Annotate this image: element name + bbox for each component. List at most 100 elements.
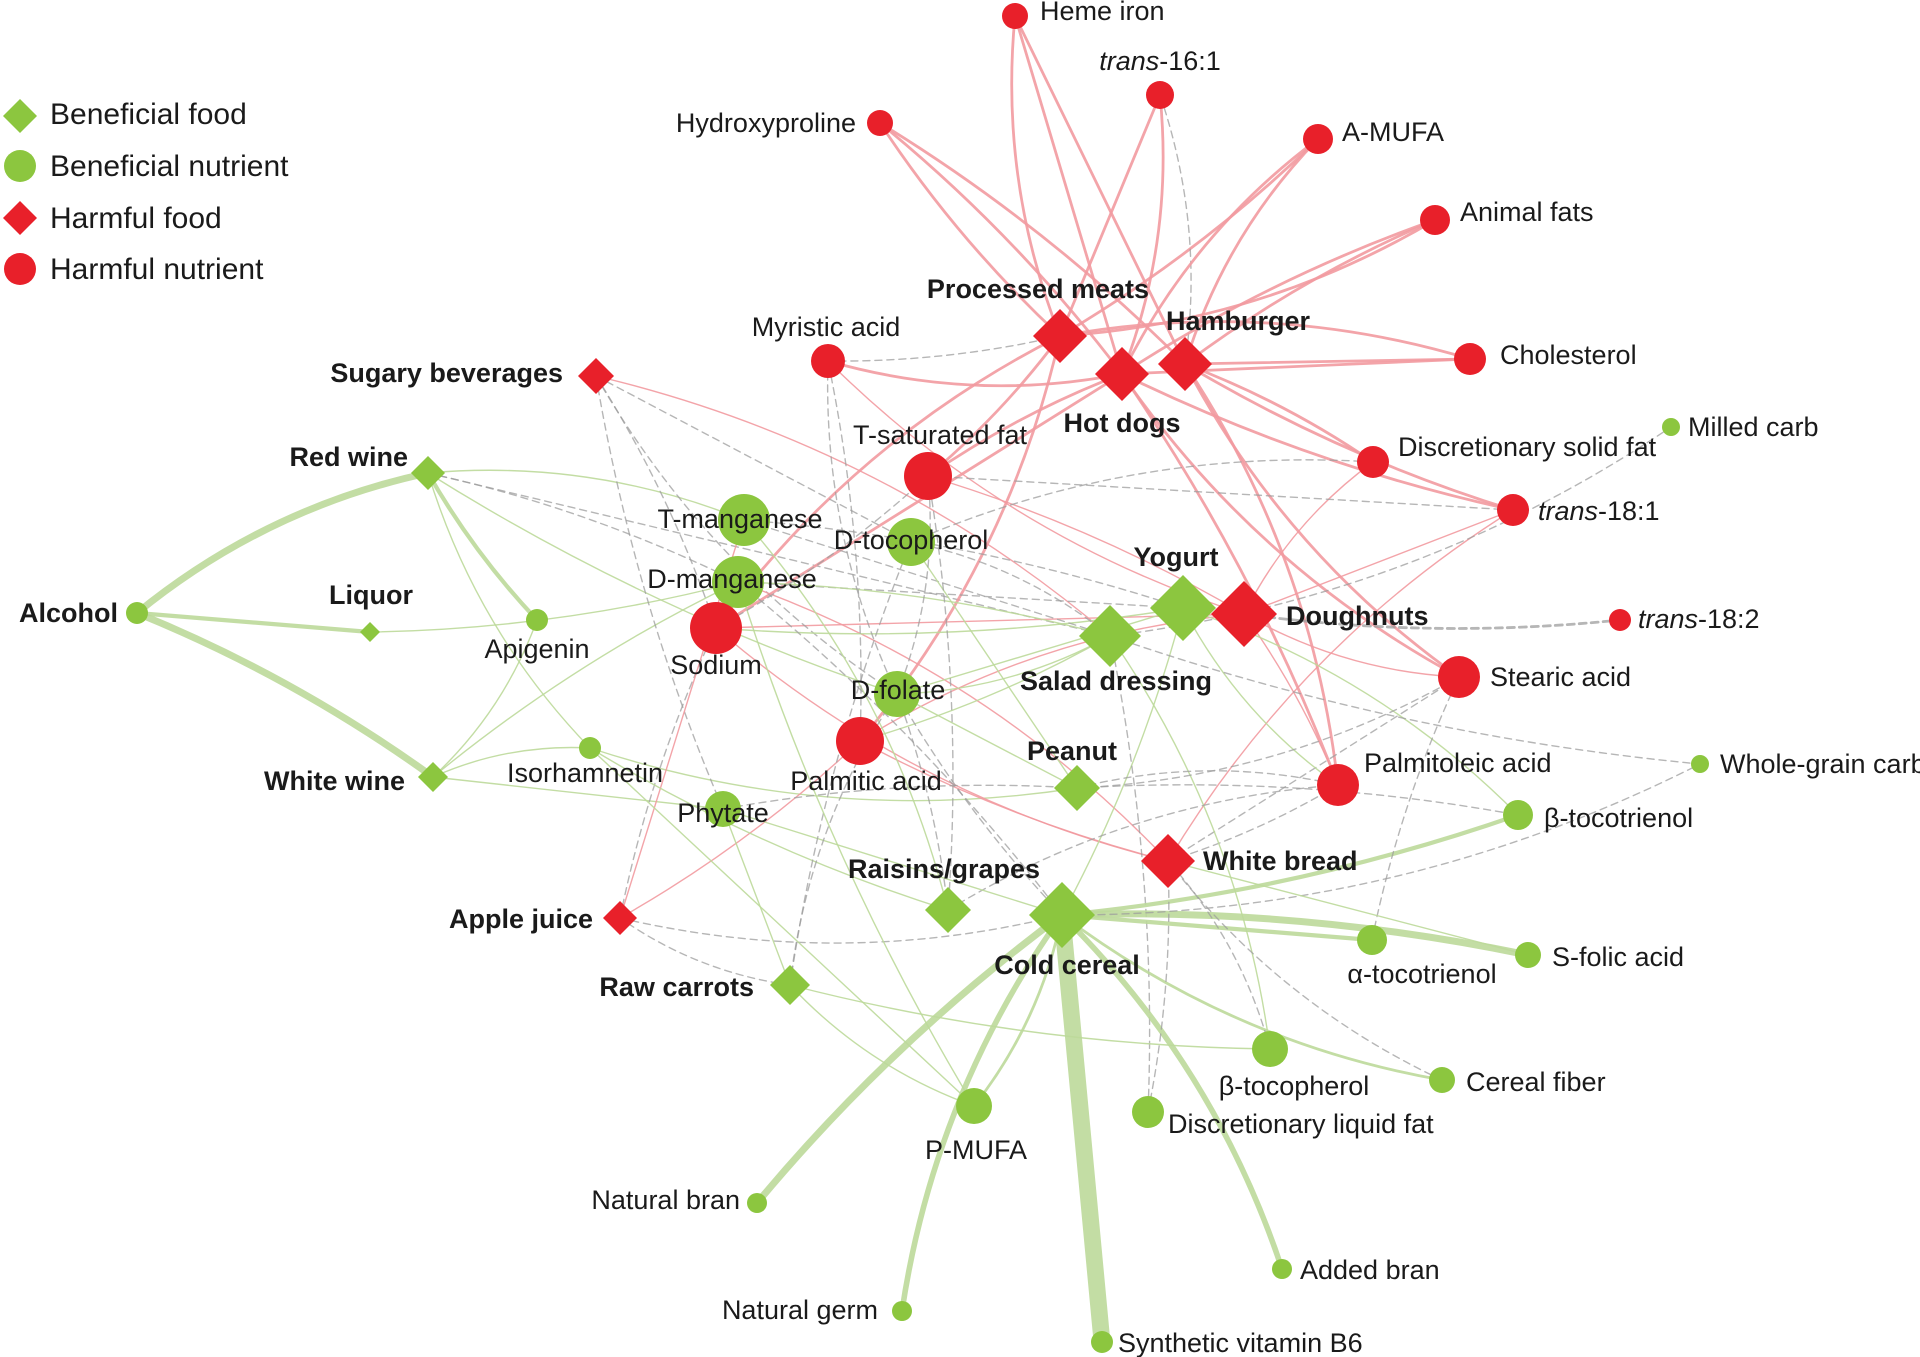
edge-salad-dressing-d-tocopherol: [910, 541, 1111, 637]
edge-trans181-t-sat-fat: [927, 475, 1514, 511]
edge-b-tocopherol-white-bread: [1167, 860, 1271, 1050]
node-cereal-fiber-circle: [1429, 1067, 1455, 1093]
node-label-white-bread: White bread: [1203, 846, 1358, 876]
legend-item-harmful-nutrient: Harmful nutrient: [4, 253, 264, 286]
node-hydroxyproline-circle: [867, 110, 893, 136]
node-trans161-circle: [1146, 81, 1174, 109]
node-label-apple-juice: Apple juice: [449, 904, 593, 934]
node-label-raisins: Raisins/grapes: [848, 854, 1040, 884]
node-label-d-tocopherol: D-tocopherol: [834, 525, 989, 555]
node-animal-fats-circle: [1420, 205, 1450, 235]
edge-pmufa-isorhamnetin: [589, 747, 975, 1107]
legend: Beneficial food Beneficial nutrient Harm…: [3, 98, 289, 286]
edge-sugary-salad-dressing: [595, 375, 1111, 637]
node-b-tocopherol-circle: [1252, 1031, 1288, 1067]
node-a-tocotrienol-circle: [1357, 925, 1387, 955]
edges-layer: [133, 14, 1701, 1351]
edge-hot-dogs-trans181: [1120, 372, 1515, 512]
edge-doughnuts-disc-solid-fat: [1243, 461, 1374, 615]
edge-cold-cereal-whole-grain-carb: [1061, 763, 1701, 916]
node-label-whole-grain-carb: Whole-grain carb: [1720, 749, 1920, 779]
edge-cold-cereal-d-manganese: [737, 581, 1063, 916]
node-label-milled-carb: Milled carb: [1688, 412, 1819, 442]
edge-peanut-d-folate: [896, 693, 1078, 789]
node-cholesterol-circle: [1454, 343, 1486, 375]
legend-marker-green-diamond: [3, 99, 37, 133]
edge-yogurt-d-folate: [896, 607, 1184, 695]
node-disc-liquid-fat-circle: [1132, 1096, 1164, 1128]
edge-raisins-isorhamnetin: [589, 747, 949, 911]
edge-myristic-d-folate: [826, 360, 898, 695]
edge-doughnuts-trans181: [1243, 509, 1514, 615]
node-label-disc-solid-fat: Discretionary solid fat: [1398, 432, 1657, 462]
node-label-t-sat-fat: T-saturated fat: [853, 420, 1028, 450]
node-hamburger-diamond: [1158, 337, 1212, 391]
node-label-sodium: Sodium: [670, 650, 762, 680]
edge-cold-cereal-added-bran: [1059, 912, 1285, 1272]
node-t-manganese-circle: [718, 494, 770, 546]
edge-hot-dogs-palmitoleic: [1120, 372, 1340, 787]
node-disc-solid-fat-circle: [1357, 446, 1389, 478]
node-label-d-manganese: D-manganese: [647, 564, 817, 594]
node-label-apigenin: Apigenin: [484, 634, 589, 664]
node-sugary-diamond: [578, 358, 614, 394]
node-label-liquor: Liquor: [329, 580, 413, 610]
edge-doughnuts-palmitoleic: [1243, 613, 1339, 786]
node-label-heme-iron: Heme iron: [1040, 0, 1165, 26]
edge-isorhamnetin-peanut: [589, 747, 1078, 802]
node-apigenin-circle: [526, 609, 548, 631]
legend-label: Beneficial food: [50, 98, 247, 131]
edge-white-bread-stearic: [1167, 676, 1460, 862]
edge-cold-cereal-natural-bran: [753, 911, 1066, 1207]
node-label-doughnuts: Doughnuts: [1286, 601, 1428, 631]
nodes-layer: [126, 3, 1709, 1353]
edge-hot-dogs-trans161: [1120, 93, 1165, 376]
node-t-sat-fat-circle: [904, 452, 952, 500]
legend-item-harmful-food: Harmful food: [3, 201, 222, 235]
edge-doughnuts-trans182: [1242, 612, 1622, 630]
node-label-raw-carrots: Raw carrots: [599, 972, 754, 1002]
edge-disc-liquid-fat-white-bread: [1147, 860, 1170, 1113]
node-label-alcohol: Alcohol: [19, 598, 118, 628]
edge-t-sat-fat-raisins: [927, 475, 954, 911]
edge-apple-juice-palmitic: [619, 740, 861, 919]
node-amufa-circle: [1303, 124, 1333, 154]
edge-processed-meats-heme-iron: [1010, 14, 1062, 338]
node-added-bran-circle: [1272, 1259, 1292, 1279]
node-raisins-diamond: [925, 887, 971, 933]
edge-hamburger-trans161: [1159, 94, 1192, 365]
edge-apple-juice-cold-cereal: [619, 914, 1063, 944]
node-doughnuts-diamond: [1211, 581, 1277, 647]
node-label-yogurt: Yogurt: [1134, 542, 1219, 572]
edge-cereal-fiber-white-bread: [1167, 860, 1443, 1081]
edge-hot-dogs-heme-iron: [1013, 14, 1124, 376]
node-label-hamburger: Hamburger: [1166, 306, 1311, 336]
node-stearic-circle: [1438, 656, 1480, 698]
edge-disc-solid-fat-d-tocopherol: [910, 459, 1374, 543]
edge-hamburger-heme-iron: [1013, 14, 1187, 366]
edge-red-wine-isorhamnetin: [427, 472, 591, 749]
node-label-a-tocotrienol: α-tocotrienol: [1347, 959, 1496, 989]
edge-white-bread-trans181: [1167, 509, 1514, 862]
edge-red-wine-d-folate: [427, 472, 898, 695]
node-label-white-wine: White wine: [264, 766, 405, 796]
edge-hot-dogs-amufa: [1120, 137, 1320, 376]
node-label-natural-bran: Natural bran: [591, 1185, 740, 1215]
edge-cold-cereal-a-tocotrienol: [1059, 912, 1375, 943]
edge-hamburger-amufa: [1183, 137, 1320, 366]
node-cold-cereal-diamond: [1029, 882, 1095, 948]
edge-salad-dressing-disc-liquid-fat: [1109, 635, 1151, 1113]
edge-hamburger-animal-fats: [1183, 218, 1437, 366]
node-trans181-circle: [1497, 494, 1529, 526]
edge-peanut-palmitoleic: [1076, 770, 1339, 789]
edge-raw-carrots-b-tocopherol: [789, 984, 1271, 1050]
edge-hot-dogs-hydroxyproline: [878, 121, 1124, 376]
edge-raisins-d-folate: [896, 693, 949, 911]
edge-raisins-t-manganese: [743, 519, 949, 911]
node-label-added-bran: Added bran: [1300, 1255, 1440, 1285]
node-label-amufa: A-MUFA: [1342, 117, 1444, 147]
edge-peanut-d-tocopherol: [910, 541, 1078, 789]
edge-peanut-stearic: [1076, 676, 1460, 789]
